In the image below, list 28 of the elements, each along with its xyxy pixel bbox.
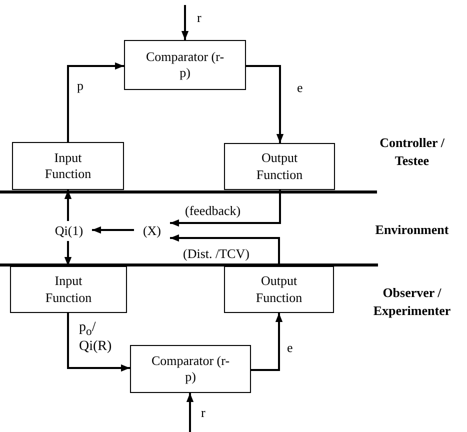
function-box (10, 266, 127, 313)
arrow (186, 393, 194, 432)
box-text: Comparator (r-p) (145, 48, 225, 82)
layer-label: Observer / Experimenter (372, 284, 452, 320)
signal-text: Qi(1) (46, 221, 92, 241)
function-box (130, 345, 251, 393)
edge-label: (Dist. /TCV) (182, 246, 250, 262)
function-box (12, 142, 124, 190)
box-text: Output Function (254, 273, 304, 306)
box-text: Input Function (44, 273, 93, 306)
function-box (124, 40, 246, 90)
box-text: Comparator (r-p) (150, 352, 230, 386)
arrow (64, 241, 72, 266)
edge-label: (feedback) (184, 203, 242, 219)
arrow (67, 62, 124, 142)
arrow (246, 65, 284, 143)
layer-label: Environment (374, 221, 450, 239)
box-text: Output Function (255, 150, 304, 183)
signal-text: (X) (134, 221, 170, 241)
arrow (67, 313, 130, 372)
layer-label: Controller / Testee (378, 134, 446, 170)
box-text: Input Function (44, 150, 92, 182)
arrow (92, 226, 134, 234)
arrow (181, 5, 189, 40)
arrow (251, 313, 283, 371)
function-box (224, 266, 334, 313)
arrow (170, 234, 280, 266)
function-box (224, 143, 335, 190)
